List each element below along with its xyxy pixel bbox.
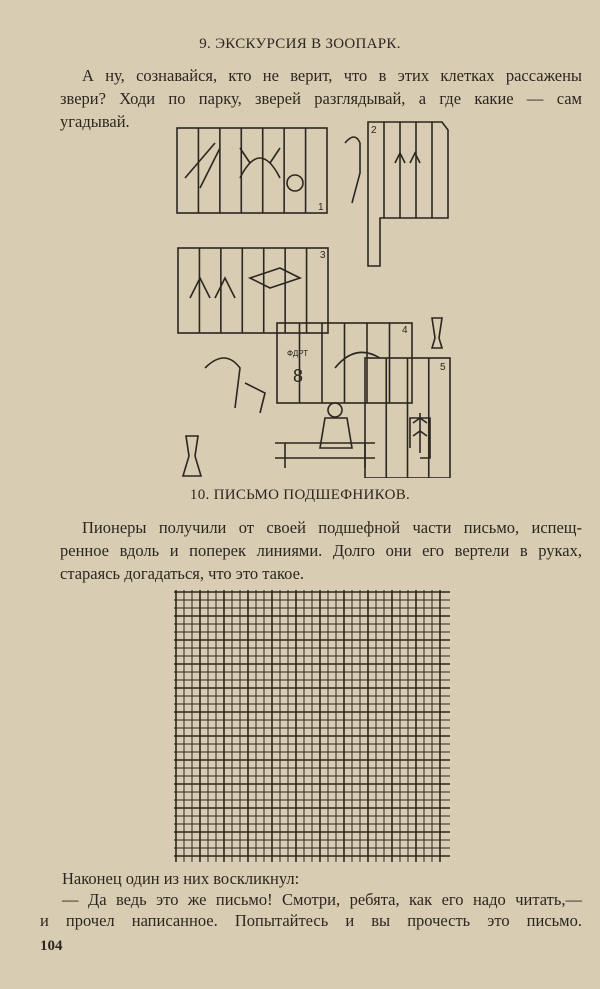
cage-2 <box>367 121 449 267</box>
vase-sketch <box>181 435 203 477</box>
paragraph-line: — Да ведь это же письмо! Смотри, ребята,… <box>62 890 582 909</box>
cage-1 <box>176 127 328 214</box>
person-sketch <box>344 136 361 204</box>
paragraph-line: Пионеры получили от своей подшефной част… <box>82 518 582 537</box>
children-sketch <box>204 357 266 414</box>
cage-5 <box>364 357 451 478</box>
page-number: 104 <box>40 938 63 954</box>
sign-text: ФДРТ <box>287 349 308 358</box>
zoo-cages-illustration: 1 2 3 4 5 ФДРТ 8 <box>176 121 451 478</box>
cage-4 <box>276 322 413 404</box>
box-sketch <box>247 267 303 289</box>
vase-sketch <box>430 317 444 349</box>
cage-number: 5 <box>440 362 446 373</box>
paragraph-line: ренное вдоль и поперек линиями. Долго он… <box>60 541 582 560</box>
figures-sketch <box>394 151 421 164</box>
paragraph-line: звери? Ходи по парку, зверей разглядывай… <box>60 89 582 108</box>
section-10-paragraph: Пионеры получили от своей подшефной част… <box>60 516 582 585</box>
chair-sketch <box>409 417 431 459</box>
section-10-title: 10. ПИСЬМО ПОДШЕФНИКОВ. <box>189 487 411 503</box>
paragraph-line: и прочел написанное. Попытайтесь и вы пр… <box>40 911 582 930</box>
giraffe-sketch <box>184 142 221 189</box>
paragraph-line: А ну, сознавайся, кто не верит, что в эт… <box>82 66 582 85</box>
bench-sketch <box>275 442 375 468</box>
paragraph-line: Наконец один из них воскликнул: <box>62 869 300 888</box>
fish-sketch <box>334 351 381 369</box>
cage-3 <box>177 247 329 334</box>
cage-number: 3 <box>320 250 326 261</box>
letter-grid-illustration <box>174 590 450 862</box>
paragraph-line: стараясь догадаться, что это такое. <box>60 564 305 583</box>
runners-sketch <box>189 276 236 299</box>
paragraph-line: угадывай. <box>60 112 130 131</box>
section-9-title: 9. ЭКСКУРСИЯ В ЗООПАРК. <box>199 36 401 52</box>
cage-number: 1 <box>318 202 324 213</box>
crab-sketch <box>239 147 281 179</box>
cage-number: 4 <box>402 325 408 336</box>
cage-number: 2 <box>371 125 377 136</box>
closing-paragraph: Наконец один из них воскликнул: — Да вед… <box>40 868 582 931</box>
section-9-paragraph: А ну, сознавайся, кто не верит, что в эт… <box>60 64 582 133</box>
plant-sketch <box>412 413 428 453</box>
sign-number: 8 <box>293 366 303 386</box>
